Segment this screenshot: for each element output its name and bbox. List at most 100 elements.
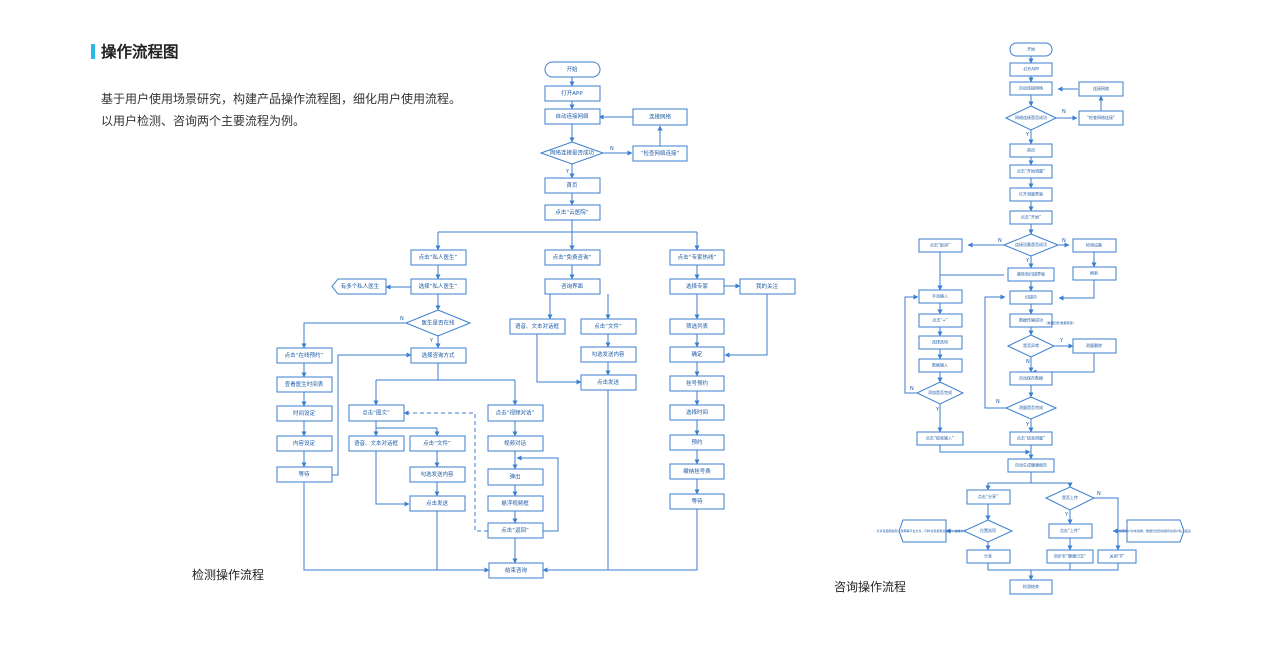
r-click-share-label: 点击“分享” xyxy=(978,493,998,499)
r-gen-report-label: 自动生成健康报告 xyxy=(1015,462,1047,468)
video-chat-node: 视频对话 xyxy=(487,435,544,452)
my-follow-label: 我的关注 xyxy=(756,282,779,290)
time-set-node: 时间设定 xyxy=(276,405,333,422)
check-network-node: “检查网络连接” xyxy=(632,145,688,162)
label-y: Y xyxy=(1025,132,1030,138)
click-video-node: 点击“视频对话” xyxy=(487,404,544,422)
choose-time-node: 选择时间 xyxy=(669,404,725,421)
r-share-note-node: 分享包括朋友圈、微博等平台分享，同时也包括导出分享，这些分享等 xyxy=(876,519,970,543)
r-share-node: 分享 xyxy=(966,549,1011,564)
content-set-label: 内容设定 xyxy=(293,439,316,447)
click-send-a-node: 点击发送 xyxy=(580,374,637,391)
pay-fee-node: 缴纳挂号费 xyxy=(669,463,725,480)
r-end-detect-node: 点击“结束测量” xyxy=(1009,431,1053,446)
description-line-2: 以用户检测、咨询两个主要流程为例。 xyxy=(101,114,306,128)
r-upload-decision: 是否上传 xyxy=(1044,486,1096,511)
r-abnormal-decision: 是否异常 xyxy=(1006,334,1056,358)
caption-detection-flow: 检测操作流程 xyxy=(192,568,265,582)
r-click-share-node: 点击“分享” xyxy=(966,489,1011,505)
r-detect-end-node: 检测结束 xyxy=(1009,579,1053,595)
click-file-b-label: 点击“文件” xyxy=(423,439,451,447)
click-video-label: 点击“视频对话” xyxy=(496,409,535,417)
r-auto-save-node: 自动保存数据 xyxy=(1009,371,1053,386)
r-close-x-label: 关闭“X” xyxy=(1110,553,1125,559)
click-graphic-node: 点击“图文” xyxy=(348,404,405,422)
pay-fee-label: 缴纳挂号费 xyxy=(683,467,711,475)
choose-time-label: 选择时间 xyxy=(686,408,708,416)
consult-page-label: 咨询界面 xyxy=(561,282,584,290)
label-y: Y xyxy=(1025,258,1030,264)
r-auto-save-label: 自动保存数据 xyxy=(1019,375,1043,381)
r-start-label: 开始 xyxy=(1027,46,1035,52)
r-click-upload-label: 点击“上传” xyxy=(1060,527,1080,533)
view-doc-time-label: 查看医生时间表 xyxy=(285,380,324,388)
pick-content-a-label: 勾选发送内容 xyxy=(591,350,625,358)
wait-b-node: 等待 xyxy=(669,493,725,510)
r-open-detect-label: 打开测量界面 xyxy=(1019,191,1043,197)
r-connect-network-node: 连接网络 xyxy=(1078,81,1124,97)
end-consult-node: 结束咨询 xyxy=(488,562,544,579)
r-auto-connect-label: 自动连接网络 xyxy=(1019,85,1043,91)
popup-node: 弹出 xyxy=(487,468,544,486)
r-tips-label: 测量删除 xyxy=(1086,342,1102,348)
r-data-ok-label: 数据传输成功 xyxy=(1019,317,1043,323)
r-click-start-node: 点击“开始” xyxy=(1009,210,1053,225)
click-send-b-node: 点击发送 xyxy=(409,495,466,512)
click-graphic-label: 点击“图文” xyxy=(362,409,390,417)
page-title: 操作流程图 xyxy=(101,43,179,61)
appointment-node: 预约 xyxy=(669,434,725,451)
r-data-ok-node: 数据传输成功 xyxy=(1009,313,1053,328)
free-consult-label: 点击“免费咨询” xyxy=(553,253,592,261)
r-upload-note-label: 如果用户并未选择，数据仍然自动保存在用户私人医生 xyxy=(1119,528,1191,533)
multi-doctors-node: 有多个私人医生 xyxy=(331,278,387,295)
r-choose-item-node: 选择选项 xyxy=(918,335,963,350)
r-share-label: 分享 xyxy=(984,553,992,559)
multi-doctors-label: 有多个私人医生 xyxy=(341,282,380,290)
free-consult-node: 点击“免费咨询” xyxy=(544,249,601,266)
label-n: N xyxy=(998,238,1002,244)
home-label: 首页 xyxy=(566,181,578,189)
click-cloud-node: 点击“云医院” xyxy=(544,204,601,221)
auto-connect-node: 自动连接网络 xyxy=(544,108,601,125)
r-click-cancel-label: 点击“取消” xyxy=(930,242,950,248)
left-flow-nodes: 开始 打开APP 自动连接网络 连接网络 网络连接是否成功 “检查网络连接” 首… xyxy=(276,61,796,579)
left-flow-edges xyxy=(301,77,768,573)
r-share-ok-label: 位置选项 xyxy=(980,527,996,533)
r-refresh-node: 刷新 xyxy=(1072,266,1117,281)
choose-expert-node: 选择专家 xyxy=(669,278,725,295)
r-click-plus-node: 点击“+” xyxy=(918,313,963,328)
doctor-online-label: 医生是否在线 xyxy=(421,319,455,327)
label-y: Y xyxy=(1064,512,1069,518)
pick-content-b-label: 勾选发送内容 xyxy=(420,470,454,478)
r-start-node: 开始 xyxy=(1009,42,1053,57)
r-network-ok-decision: 网络连接是否成功 xyxy=(1004,105,1058,131)
choose-expert-label: 选择专家 xyxy=(686,282,709,290)
voice-text-b-label: 语音、文本对话框 xyxy=(354,439,399,447)
video-box-label: 悬浮视频框 xyxy=(501,499,529,507)
r-click-plus-label: 点击“+” xyxy=(932,317,948,323)
r-sync-log-label: 同步至“健康日志” xyxy=(1054,553,1086,559)
title-accent-bar xyxy=(91,44,95,59)
r-upload-label: 是否上传 xyxy=(1062,494,1078,500)
connect-network-label: 连接网络 xyxy=(649,113,672,121)
r-scanning-label: 扫描中 xyxy=(1025,294,1037,300)
r-upload-note-node: 如果用户并未选择，数据仍然自动保存在用户私人医生 xyxy=(1119,519,1191,543)
r-click-cancel-node: 点击“取消” xyxy=(918,238,963,253)
voice-text-a-label: 语音、文本对话框 xyxy=(515,322,560,330)
r-tips-node: 测量删除 xyxy=(1072,338,1117,354)
r-start-detect-node: 点击“开始测量” xyxy=(1009,164,1053,179)
r-manual-input-node: 手动输入 xyxy=(918,289,963,304)
register-node: 挂号预约 xyxy=(669,375,725,392)
r-detect-done-label: 测量是否完成 xyxy=(1019,404,1043,410)
label-n: N xyxy=(1062,109,1066,115)
label-y: Y xyxy=(429,338,434,344)
click-back-node: 点击“返回” xyxy=(487,522,544,539)
caption-consult-flow: 咨询操作流程 xyxy=(834,580,907,594)
right-flow-edges xyxy=(904,56,1127,581)
start-node: 开始 xyxy=(544,61,601,78)
r-close-x-node: 关闭“X” xyxy=(1097,549,1137,564)
label-y: Y xyxy=(565,169,570,175)
doctor-online-decision: 医生是否在线 xyxy=(404,309,472,337)
right-flow-nodes: 开始 打开APP 自动连接网络 连接网络 网络连接是否成功 “检查网络连接” 首… xyxy=(876,42,1191,595)
r-open-app-label: 打开APP xyxy=(1023,66,1039,72)
